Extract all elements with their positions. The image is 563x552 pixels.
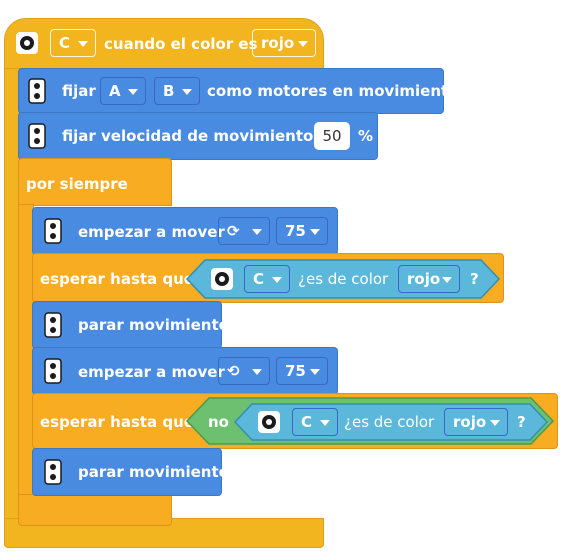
chevron-down-icon: [252, 369, 262, 375]
speed-input[interactable]: 50: [314, 122, 350, 150]
is-color-label: ¿es de color: [344, 413, 435, 431]
stop-move-label: parar movimiento: [78, 463, 229, 481]
wait-until-label: esperar hasta que: [40, 270, 194, 288]
chevron-down-icon: [298, 41, 308, 47]
hat-color-dropdown[interactable]: rojo: [252, 29, 316, 57]
forever-loop-block[interactable]: [18, 158, 172, 206]
condition-sensor-port-dropdown[interactable]: C: [244, 265, 290, 293]
color-sensor-icon: [211, 268, 233, 290]
motor-pair-icon: [28, 123, 46, 149]
set-movement-motors-block[interactable]: [18, 68, 444, 114]
wait-until-label: esperar hasta que: [40, 413, 194, 431]
condition-sensor-port-value: C: [301, 413, 313, 431]
motor-b-value: B: [163, 82, 175, 100]
stop-move-label: parar movimiento: [78, 316, 229, 334]
forever-loop-foot: [18, 494, 172, 526]
is-color-label: ¿es de color: [298, 270, 389, 288]
hat-sensor-port-value: C: [59, 34, 71, 52]
direction-dropdown[interactable]: ⟳: [218, 217, 270, 245]
set-motors-rest-label: como motores en movimiento: [207, 82, 459, 100]
condition-sensor-port-dropdown[interactable]: C: [292, 408, 338, 436]
question-mark: ?: [470, 270, 479, 288]
when-color-hat-block[interactable]: [4, 18, 324, 70]
motor-pair-icon: [28, 78, 46, 104]
stop-moving-block[interactable]: [32, 448, 222, 496]
chevron-down-icon: [442, 277, 452, 283]
color-sensor-icon: [258, 411, 280, 433]
move-speed-dropdown[interactable]: 75: [276, 357, 328, 385]
move-speed-dropdown[interactable]: 75: [276, 217, 328, 245]
hat-label: cuando el color es: [104, 35, 258, 53]
chevron-down-icon: [252, 229, 262, 235]
motor-a-value: A: [109, 82, 121, 100]
chevron-down-icon: [310, 229, 320, 235]
start-move-label: empezar a mover: [78, 223, 225, 241]
counterclockwise-icon: ⟲: [227, 362, 240, 380]
not-label: no: [208, 413, 229, 431]
motor-pair-icon: [44, 312, 62, 338]
condition-color-dropdown[interactable]: rojo: [398, 265, 460, 293]
start-move-label: empezar a mover: [78, 363, 225, 381]
motor-b-dropdown[interactable]: B: [154, 77, 200, 105]
chevron-down-icon: [272, 277, 282, 283]
motor-pair-icon: [44, 218, 62, 244]
set-speed-label: fijar velocidad de movimiento al: [62, 127, 334, 145]
chevron-down-icon: [320, 420, 330, 426]
condition-sensor-port-value: C: [253, 270, 265, 288]
set-motors-label: fijar: [62, 82, 96, 100]
color-sensor-condition[interactable]: [185, 259, 501, 299]
move-speed-value: 75: [285, 362, 306, 380]
question-mark: ?: [517, 413, 526, 431]
chevron-down-icon: [490, 420, 500, 426]
clockwise-icon: ⟳: [227, 222, 240, 240]
forever-label: por siempre: [26, 175, 128, 193]
chevron-down-icon: [128, 89, 138, 95]
condition-color-value: rojo: [407, 270, 441, 288]
hat-sensor-port-dropdown[interactable]: C: [50, 29, 96, 57]
condition-color-dropdown[interactable]: rojo: [444, 408, 508, 436]
speed-unit: %: [358, 127, 374, 145]
chevron-down-icon: [182, 89, 192, 95]
condition-color-value: rojo: [453, 413, 487, 431]
color-sensor-condition[interactable]: [233, 403, 549, 441]
stop-moving-block[interactable]: [32, 301, 222, 349]
motor-pair-icon: [44, 459, 62, 485]
direction-dropdown[interactable]: ⟲: [218, 357, 270, 385]
chevron-down-icon: [310, 369, 320, 375]
hat-color-value: rojo: [261, 34, 295, 52]
motor-a-dropdown[interactable]: A: [100, 77, 146, 105]
motor-pair-icon: [44, 358, 62, 384]
color-sensor-icon: [16, 32, 38, 54]
move-speed-value: 75: [285, 222, 306, 240]
chevron-down-icon: [78, 41, 88, 47]
start-moving-block[interactable]: [32, 207, 338, 255]
start-moving-block[interactable]: [32, 347, 338, 395]
